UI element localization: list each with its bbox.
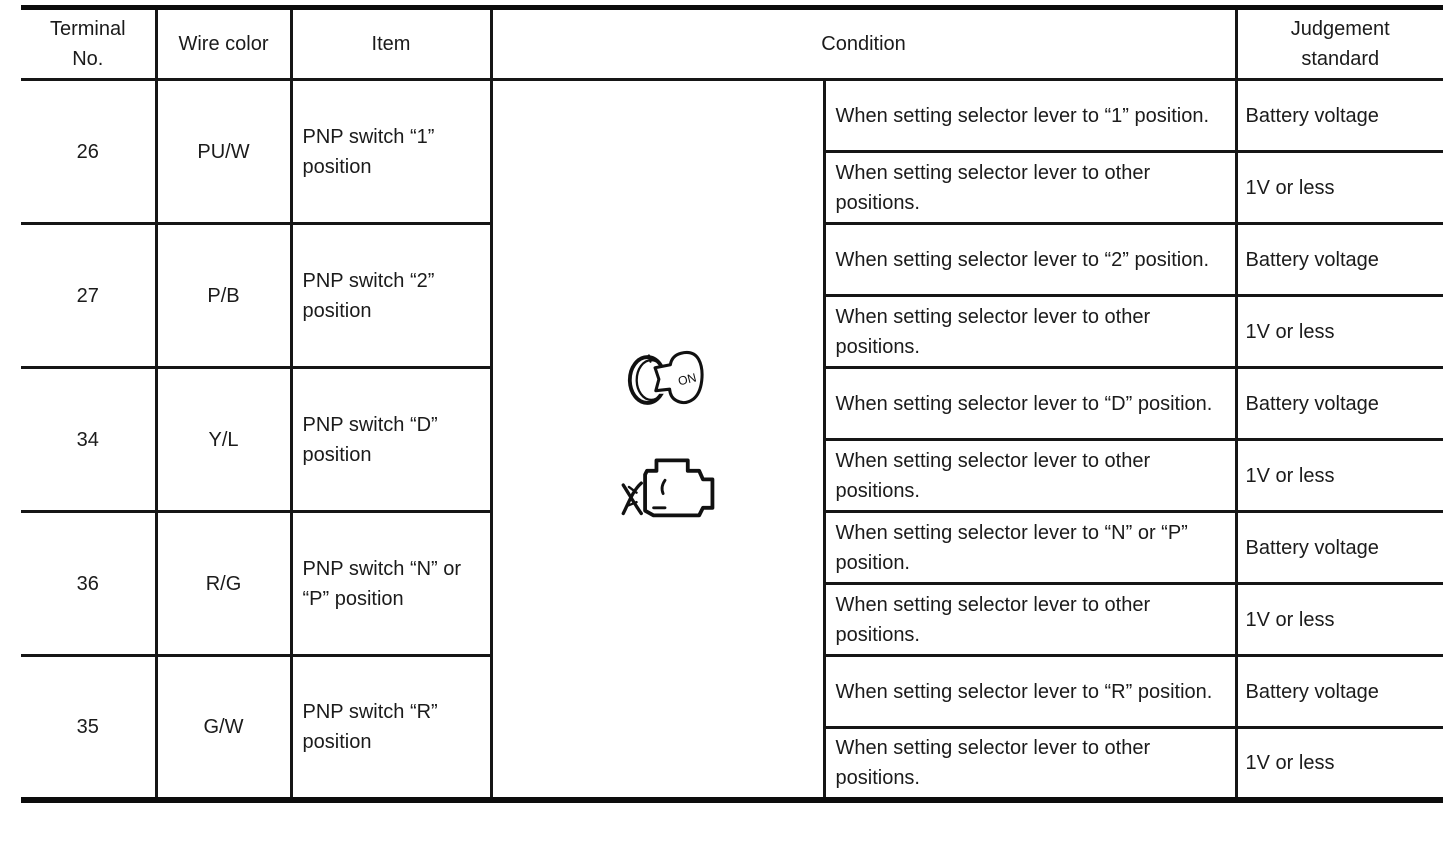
wire-color-cell: PU/W xyxy=(154,78,293,225)
table-row: 27 P/B PNP switch “2” position When sett… xyxy=(21,222,1444,369)
ignition-key-on-icon: ON xyxy=(626,346,704,423)
judgement-cell: Battery voltage xyxy=(1234,222,1444,297)
judgement-cell: 1V or less xyxy=(1234,294,1444,369)
wire-color-cell: P/B xyxy=(154,222,293,369)
judgement-cell: 1V or less xyxy=(1234,438,1444,513)
condition-cell: When setting selector lever to other pos… xyxy=(822,294,1238,369)
col-header-wire-color-label: Wire color xyxy=(178,33,269,55)
col-header-condition-label: Condition xyxy=(821,33,906,55)
table-row: 35 G/W PNP switch “R” position When sett… xyxy=(21,654,1444,802)
condition-cell: When setting selector lever to other pos… xyxy=(822,150,1238,225)
item-cell: PNP switch “2” position xyxy=(289,222,493,369)
terminal-no-cell: 35 xyxy=(21,654,158,802)
item-cell: PNP switch “N” or “P” position xyxy=(289,510,493,657)
condition-cell: When setting selector lever to “2” posit… xyxy=(822,222,1238,297)
condition-cell: When setting selector lever to “N” or “P… xyxy=(822,510,1238,585)
terminal-no-cell: 34 xyxy=(21,366,158,513)
table-row: When setting selector lever to other pos… xyxy=(21,438,1444,513)
terminal-voltage-table: Terminal No. Wire color Item Condition J… xyxy=(21,5,1444,803)
col-header-condition: Condition xyxy=(489,7,1238,81)
condition-icon-cell: ON xyxy=(489,78,826,802)
terminal-no-cell: 36 xyxy=(21,510,158,657)
table-row: 34 Y/L PNP switch “D” position When sett… xyxy=(21,366,1444,513)
header-row: Terminal No. Wire color Item Condition J… xyxy=(21,7,1444,81)
wire-color-cell: R/G xyxy=(154,510,293,657)
judgement-cell: 1V or less xyxy=(1234,726,1444,802)
judgement-cell: Battery voltage xyxy=(1234,78,1444,153)
table-wrapper: Terminal No. Wire color Item Condition J… xyxy=(21,5,1444,803)
condition-cell: When setting selector lever to “R” posit… xyxy=(822,654,1238,729)
condition-cell: When setting selector lever to other pos… xyxy=(822,438,1238,513)
col-header-judgement-standard-label: Judgement standard xyxy=(1290,18,1390,70)
terminal-no-cell: 27 xyxy=(21,222,158,369)
judgement-cell: Battery voltage xyxy=(1234,510,1444,585)
table-row: 26 PU/W PNP switch “1” position ON xyxy=(21,78,1444,802)
item-cell: PNP switch “D” position xyxy=(289,366,493,513)
condition-cell: When setting selector lever to “D” posit… xyxy=(822,366,1238,441)
table-row: When setting selector lever to other pos… xyxy=(21,582,1444,657)
key-on-label: ON xyxy=(676,370,697,388)
judgement-cell: 1V or less xyxy=(1234,582,1444,657)
col-header-judgement-standard: Judgement standard xyxy=(1234,7,1444,81)
harness-connector-icon xyxy=(615,449,715,532)
judgement-cell: 1V or less xyxy=(1234,150,1444,225)
col-header-terminal-no-label: Terminal No. xyxy=(49,18,126,70)
table-row: When setting selector lever to other pos… xyxy=(21,726,1444,802)
judgement-cell: Battery voltage xyxy=(1234,654,1444,729)
condition-cell: When setting selector lever to other pos… xyxy=(822,726,1238,802)
col-header-item-label: Item xyxy=(371,33,411,55)
table-row: When setting selector lever to other pos… xyxy=(21,150,1444,225)
condition-cell: When setting selector lever to “1” posit… xyxy=(822,78,1238,153)
wire-color-cell: Y/L xyxy=(154,366,293,513)
wire-color-cell: G/W xyxy=(154,654,293,802)
item-cell: PNP switch “1” position xyxy=(289,78,493,225)
terminal-no-cell: 26 xyxy=(21,78,158,225)
col-header-item: Item xyxy=(289,7,493,81)
col-header-wire-color: Wire color xyxy=(154,7,293,81)
table-row: 36 R/G PNP switch “N” or “P” position Wh… xyxy=(21,510,1444,657)
judgement-cell: Battery voltage xyxy=(1234,366,1444,441)
condition-icons: ON xyxy=(508,346,822,532)
item-cell: PNP switch “R” position xyxy=(289,654,493,802)
col-header-terminal-no: Terminal No. xyxy=(21,7,158,81)
table-row: When setting selector lever to other pos… xyxy=(21,294,1444,369)
condition-cell: When setting selector lever to other pos… xyxy=(822,582,1238,657)
